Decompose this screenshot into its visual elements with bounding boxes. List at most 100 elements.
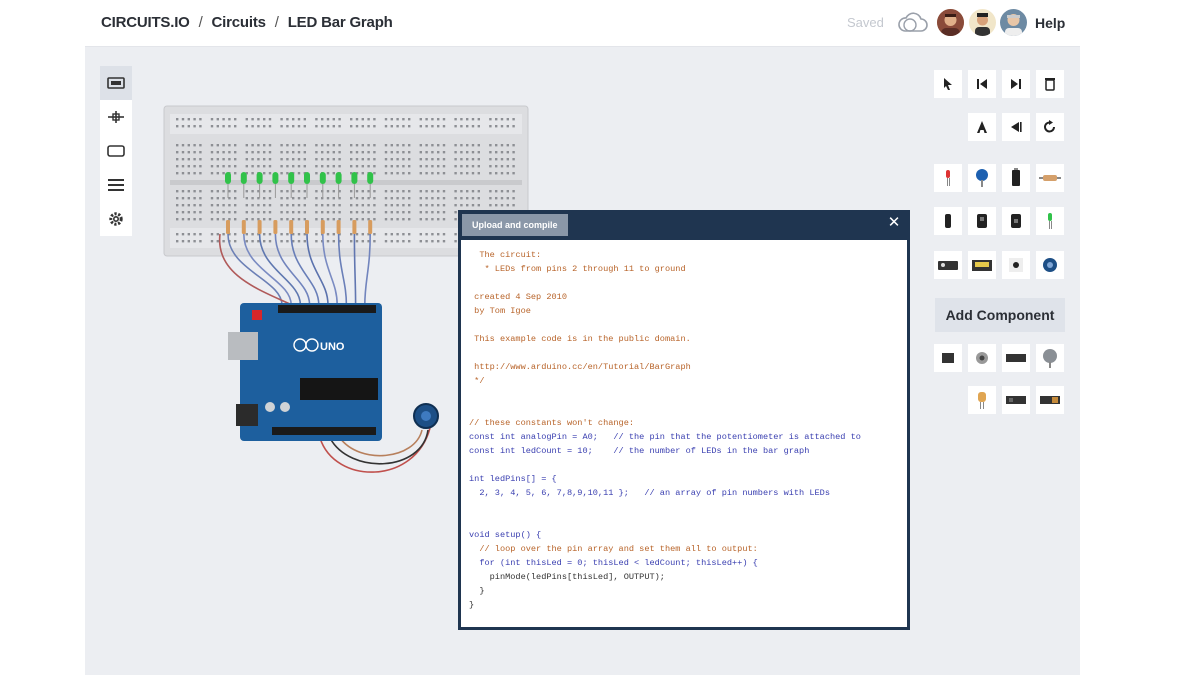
wire[interactable]	[329, 429, 429, 465]
breadcrumb: CIRCUITS.IO / Circuits / LED Bar Graph	[101, 14, 393, 31]
wire[interactable]	[306, 233, 329, 306]
redo-icon	[1044, 120, 1055, 133]
led[interactable]	[225, 172, 231, 234]
wire[interactable]	[339, 429, 423, 457]
tool-list[interactable]	[100, 168, 132, 202]
wire[interactable]	[243, 233, 292, 306]
code-line: The circuit:	[469, 250, 542, 260]
breadboard[interactable]	[163, 105, 529, 257]
component-icon	[108, 111, 124, 123]
component-pushbutton[interactable]	[968, 164, 996, 192]
component-resistor[interactable]	[1036, 164, 1064, 192]
potentiometer[interactable]	[413, 403, 439, 429]
breadboard-icon	[107, 77, 125, 89]
avatar[interactable]	[937, 9, 964, 36]
add-component-button[interactable]: Add Component	[935, 298, 1065, 332]
code-line: // loop over the pin array and set them …	[469, 544, 758, 554]
component-battery[interactable]	[1002, 164, 1030, 192]
brand-logo[interactable]: CIRCUITS.IO	[101, 14, 190, 31]
component-servo[interactable]	[934, 251, 962, 279]
code-line: void setup() {	[469, 530, 542, 540]
circuit-canvas[interactable]: UNO	[160, 100, 910, 520]
wire[interactable]	[353, 233, 357, 306]
capacitor-icon	[978, 392, 986, 409]
component-led-green[interactable]	[1036, 207, 1064, 235]
component-sensor-module[interactable]	[1036, 386, 1064, 414]
led[interactable]	[319, 172, 326, 234]
breadboard-holes	[176, 118, 515, 243]
trash-icon	[1045, 78, 1055, 91]
led[interactable]	[335, 172, 342, 234]
component-potentiometer[interactable]	[1036, 251, 1064, 279]
led[interactable]	[367, 172, 374, 234]
component-module[interactable]	[1002, 344, 1030, 372]
component-sensor[interactable]	[934, 207, 962, 235]
wire[interactable]	[227, 233, 283, 306]
board-icon	[107, 145, 125, 157]
component-capacitor[interactable]	[968, 386, 996, 414]
avatar[interactable]	[1000, 9, 1027, 36]
tool-breadboard[interactable]	[100, 66, 132, 100]
breadcrumb-separator: /	[198, 14, 203, 31]
wire[interactable]	[337, 233, 348, 306]
tab-upload-compile[interactable]: Upload and compile	[462, 214, 568, 236]
led[interactable]	[351, 172, 358, 234]
code-line: // these constants won't change:	[469, 418, 635, 428]
led-icon	[1048, 213, 1052, 229]
led[interactable]	[240, 172, 247, 234]
rotate-label-icon	[977, 121, 987, 133]
step-forward-button[interactable]	[1002, 70, 1030, 98]
wire[interactable]	[322, 233, 338, 306]
component-lcd[interactable]	[968, 251, 996, 279]
redo-button[interactable]	[1036, 113, 1064, 141]
step-forward-icon	[1011, 79, 1021, 89]
step-back-button[interactable]	[968, 70, 996, 98]
wire[interactable]	[218, 233, 293, 306]
pointer-tool-button[interactable]	[934, 70, 962, 98]
led[interactable]	[304, 172, 310, 234]
component-transistor[interactable]	[968, 207, 996, 235]
ic-icon	[942, 353, 954, 363]
component-photoresistor[interactable]	[1036, 344, 1064, 372]
code-line: http://www.arduino.cc/en/Tutorial/BarGra…	[469, 362, 691, 372]
code-editor[interactable]: The circuit: * LEDs from pins 2 through …	[461, 240, 907, 627]
code-text[interactable]: The circuit: * LEDs from pins 2 through …	[461, 240, 907, 612]
relay-icon	[1006, 396, 1026, 404]
flip-button[interactable]	[1002, 113, 1030, 141]
close-icon[interactable]: ✕	[887, 214, 901, 231]
led[interactable]	[272, 172, 279, 234]
code-editor-window: Upload and compile ✕ The circuit: * LEDs…	[458, 210, 910, 630]
arduino-board[interactable]: UNO	[228, 303, 382, 441]
wire[interactable]	[258, 233, 302, 306]
component-motor-driver[interactable]	[934, 344, 962, 372]
breadcrumb-circuits[interactable]: Circuits	[211, 14, 266, 31]
breadcrumb-current: LED Bar Graph	[287, 14, 393, 31]
led[interactable]	[256, 172, 263, 234]
list-icon	[108, 179, 124, 191]
save-button[interactable]: Saved	[847, 15, 884, 30]
avatar[interactable]	[969, 9, 996, 36]
top-bar: CIRCUITS.IO / Circuits / LED Bar Graph S…	[85, 0, 1080, 47]
wire[interactable]	[290, 233, 320, 306]
tool-board[interactable]	[100, 134, 132, 168]
label-tool-button[interactable]	[968, 113, 996, 141]
tool-settings[interactable]	[100, 202, 132, 236]
wire[interactable]	[364, 233, 371, 306]
cloud-icon[interactable]	[896, 11, 930, 35]
tool-component[interactable]	[100, 100, 132, 134]
component-encoder[interactable]	[968, 344, 996, 372]
step-back-icon	[977, 79, 987, 89]
user-avatar-icon	[937, 9, 964, 36]
code-line: */	[469, 376, 485, 386]
code-line: This example code is in the public domai…	[469, 334, 691, 344]
component-led-red[interactable]	[934, 164, 962, 192]
component-buzzer[interactable]	[1002, 251, 1030, 279]
sensor-icon	[945, 214, 951, 228]
code-line: by Tom Igoe	[469, 306, 531, 316]
component-regulator[interactable]	[1002, 207, 1030, 235]
component-relay[interactable]	[1002, 386, 1030, 414]
help-button[interactable]: Help	[1035, 15, 1066, 31]
led[interactable]	[288, 172, 295, 234]
wire[interactable]	[274, 233, 311, 306]
delete-button[interactable]	[1036, 70, 1064, 98]
